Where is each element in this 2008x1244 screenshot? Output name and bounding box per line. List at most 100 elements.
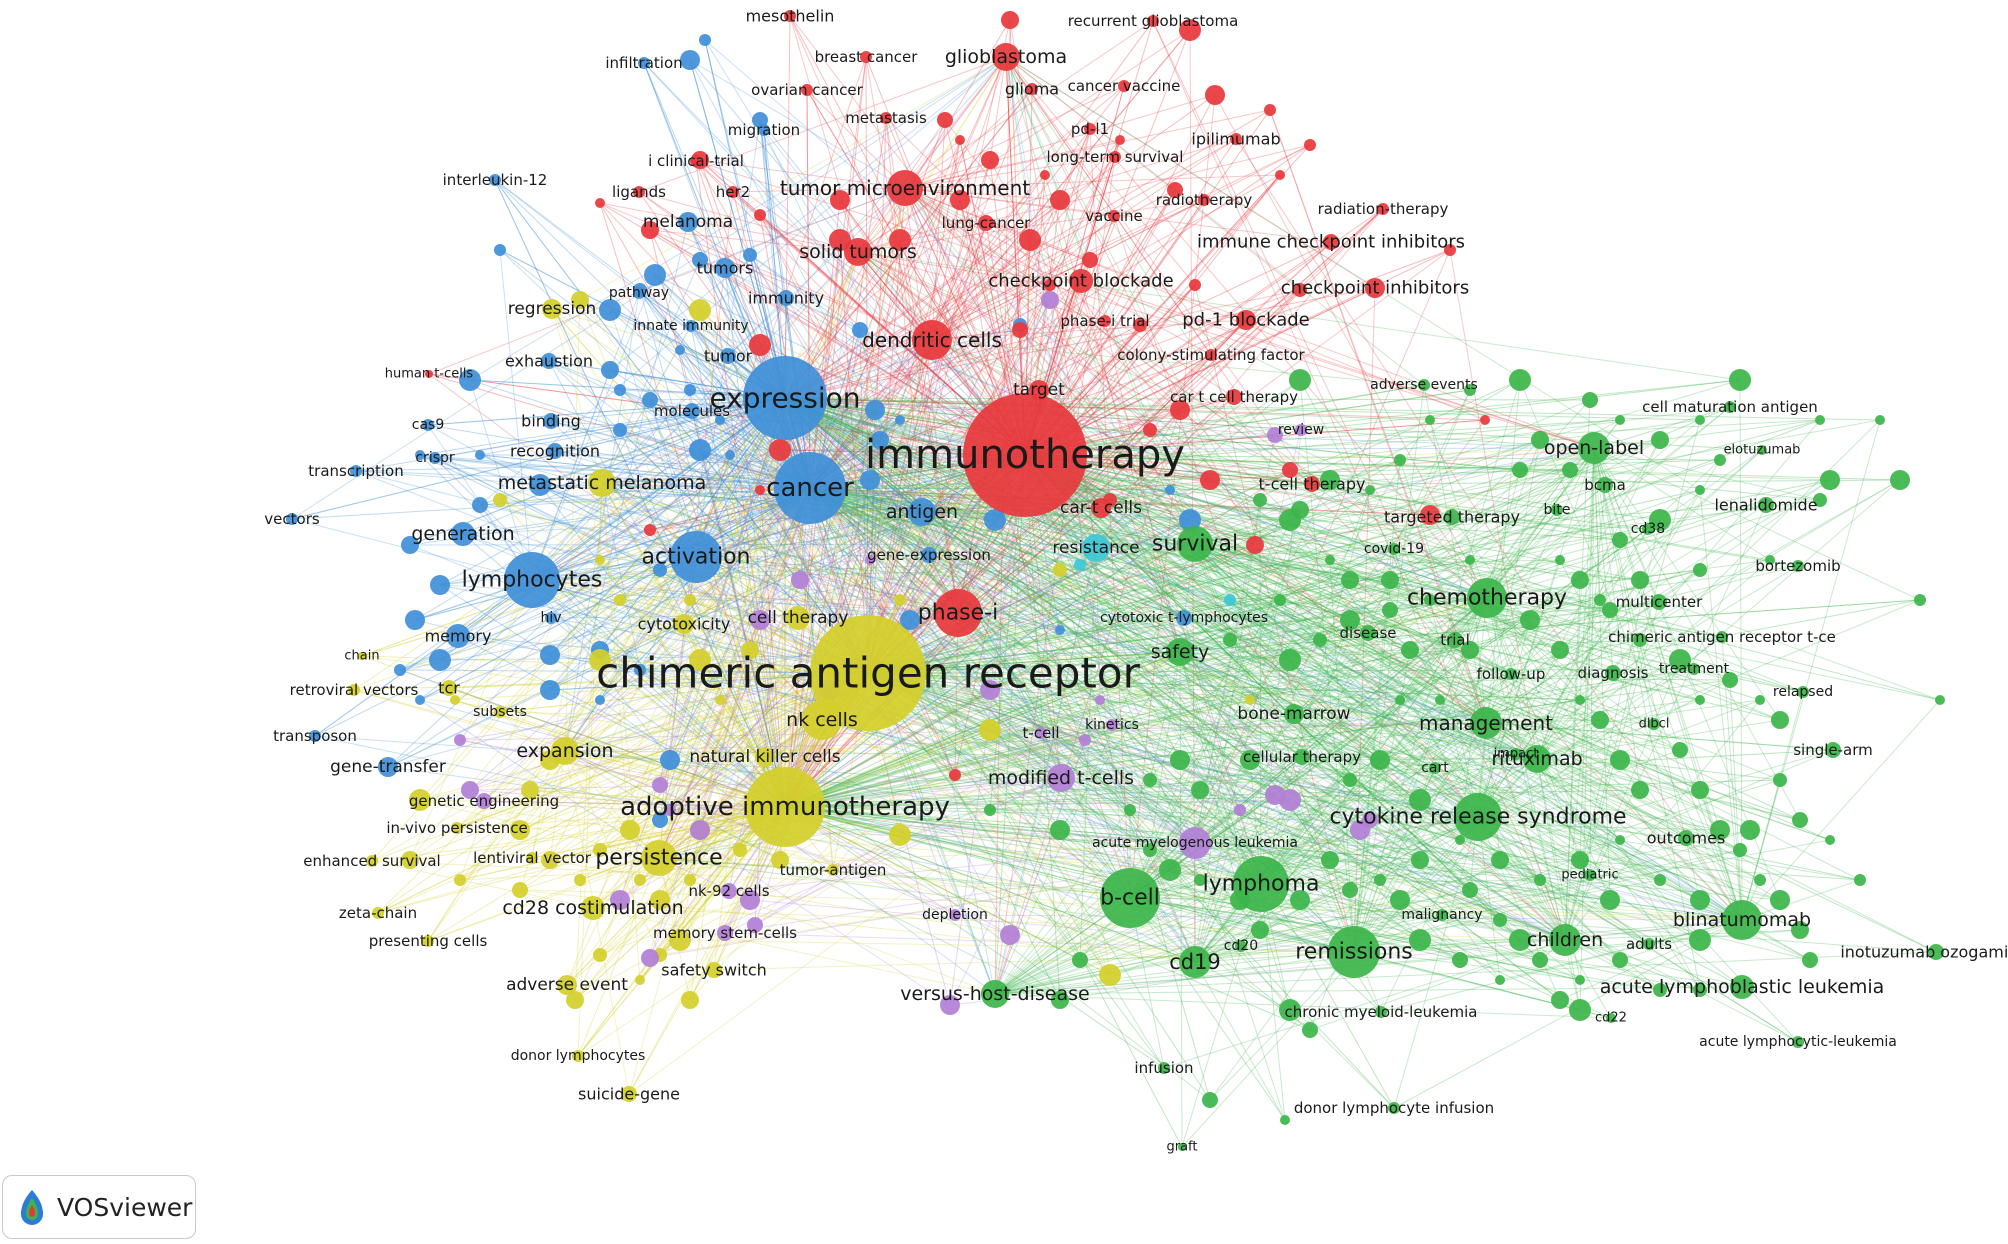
keyword-node[interactable] <box>992 43 1020 71</box>
keyword-node[interactable] <box>1279 999 1301 1021</box>
keyword-node[interactable] <box>494 244 506 256</box>
keyword-node[interactable] <box>429 649 451 671</box>
keyword-node[interactable] <box>1198 194 1210 206</box>
keyword-node[interactable] <box>1395 695 1405 705</box>
keyword-node[interactable] <box>1612 532 1628 548</box>
keyword-node[interactable] <box>1374 874 1386 886</box>
keyword-node[interactable] <box>372 907 384 919</box>
keyword-node[interactable] <box>1813 493 1827 507</box>
keyword-node[interactable] <box>1695 415 1705 425</box>
keyword-node[interactable] <box>1290 890 1310 910</box>
keyword-node[interactable] <box>557 975 577 995</box>
keyword-node[interactable] <box>1633 633 1647 647</box>
keyword-node[interactable] <box>1202 1092 1218 1108</box>
keyword-node[interactable] <box>1425 415 1435 425</box>
keyword-node[interactable] <box>860 470 880 490</box>
keyword-node[interactable] <box>1147 15 1159 27</box>
keyword-node[interactable] <box>1693 563 1707 577</box>
keyword-node[interactable] <box>685 320 697 332</box>
keyword-node[interactable] <box>1606 1013 1616 1023</box>
keyword-node[interactable] <box>829 229 851 251</box>
keyword-node[interactable] <box>871 431 889 449</box>
keyword-node[interactable] <box>980 680 1000 700</box>
keyword-node[interactable] <box>1340 610 1360 630</box>
keyword-node[interactable] <box>1401 641 1419 659</box>
keyword-node[interactable] <box>644 524 656 536</box>
keyword-node[interactable] <box>1026 83 1038 95</box>
keyword-node[interactable] <box>1320 470 1340 490</box>
keyword-node[interactable] <box>1377 203 1389 215</box>
keyword-node[interactable] <box>1205 349 1217 361</box>
keyword-node[interactable] <box>725 450 735 460</box>
keyword-node[interactable] <box>475 450 485 460</box>
keyword-node[interactable] <box>1106 719 1118 731</box>
keyword-node[interactable] <box>1069 269 1093 293</box>
keyword-node[interactable] <box>1179 946 1211 978</box>
keyword-node[interactable] <box>1693 983 1707 997</box>
keyword-node[interactable] <box>621 1086 637 1102</box>
keyword-node[interactable] <box>1293 283 1307 297</box>
keyword-node[interactable] <box>1279 509 1301 531</box>
keyword-node[interactable] <box>1035 727 1047 739</box>
keyword-node[interactable] <box>1740 820 1760 840</box>
keyword-node[interactable] <box>1012 322 1028 338</box>
keyword-node[interactable] <box>680 50 700 70</box>
keyword-node[interactable] <box>692 252 708 268</box>
keyword-node[interactable] <box>1447 632 1463 648</box>
keyword-node[interactable] <box>441 680 457 696</box>
keyword-node[interactable] <box>1724 401 1736 413</box>
keyword-node[interactable] <box>1733 843 1747 857</box>
keyword-node[interactable] <box>461 781 479 799</box>
keyword-node[interactable] <box>1688 663 1700 675</box>
keyword-node[interactable] <box>1328 926 1380 978</box>
keyword-node[interactable] <box>650 890 670 910</box>
keyword-node[interactable] <box>526 852 538 864</box>
keyword-node[interactable] <box>1109 151 1121 163</box>
keyword-node[interactable] <box>599 299 621 321</box>
keyword-node[interactable] <box>754 209 766 221</box>
keyword-node[interactable] <box>699 34 711 46</box>
keyword-node[interactable] <box>1167 182 1183 198</box>
keyword-node[interactable] <box>689 299 711 321</box>
keyword-node[interactable] <box>1375 1006 1387 1018</box>
keyword-node[interactable] <box>1594 594 1606 606</box>
keyword-node[interactable] <box>1792 1036 1804 1048</box>
keyword-node[interactable] <box>510 820 530 840</box>
keyword-node[interactable] <box>1770 890 1790 910</box>
keyword-node[interactable] <box>1295 424 1307 436</box>
keyword-node[interactable] <box>633 283 647 297</box>
keyword-node[interactable] <box>378 757 398 777</box>
keyword-node[interactable] <box>1523 745 1551 773</box>
keyword-node[interactable] <box>1223 633 1237 647</box>
keyword-node[interactable] <box>1267 427 1283 443</box>
keyword-node[interactable] <box>614 384 626 396</box>
keyword-node[interactable] <box>1381 571 1399 589</box>
keyword-node[interactable] <box>1100 868 1160 928</box>
keyword-node[interactable] <box>1176 610 1192 626</box>
keyword-node[interactable] <box>1001 11 1019 29</box>
keyword-node[interactable] <box>401 536 419 554</box>
keyword-node[interactable] <box>684 874 696 886</box>
keyword-node[interactable] <box>1409 929 1431 951</box>
keyword-node[interactable] <box>921 547 937 563</box>
keyword-node[interactable] <box>1534 874 1546 886</box>
keyword-node[interactable] <box>755 485 765 495</box>
keyword-node[interactable] <box>1275 170 1285 180</box>
keyword-node[interactable] <box>595 695 605 705</box>
keyword-node[interactable] <box>1571 571 1589 589</box>
keyword-node[interactable] <box>1612 952 1628 968</box>
keyword-node[interactable] <box>880 112 892 124</box>
keyword-node[interactable] <box>1420 505 1440 525</box>
keyword-node[interactable] <box>865 400 885 420</box>
keyword-node[interactable] <box>644 264 666 286</box>
keyword-node[interactable] <box>1226 389 1242 405</box>
keyword-node[interactable] <box>430 575 450 595</box>
keyword-node[interactable] <box>1757 445 1767 455</box>
keyword-node[interactable] <box>715 695 725 705</box>
keyword-node[interactable] <box>747 917 763 933</box>
keyword-node[interactable] <box>721 883 737 899</box>
keyword-node[interactable] <box>934 589 982 637</box>
keyword-node[interactable] <box>670 531 722 583</box>
keyword-node[interactable] <box>1047 764 1075 792</box>
keyword-node[interactable] <box>689 439 711 461</box>
